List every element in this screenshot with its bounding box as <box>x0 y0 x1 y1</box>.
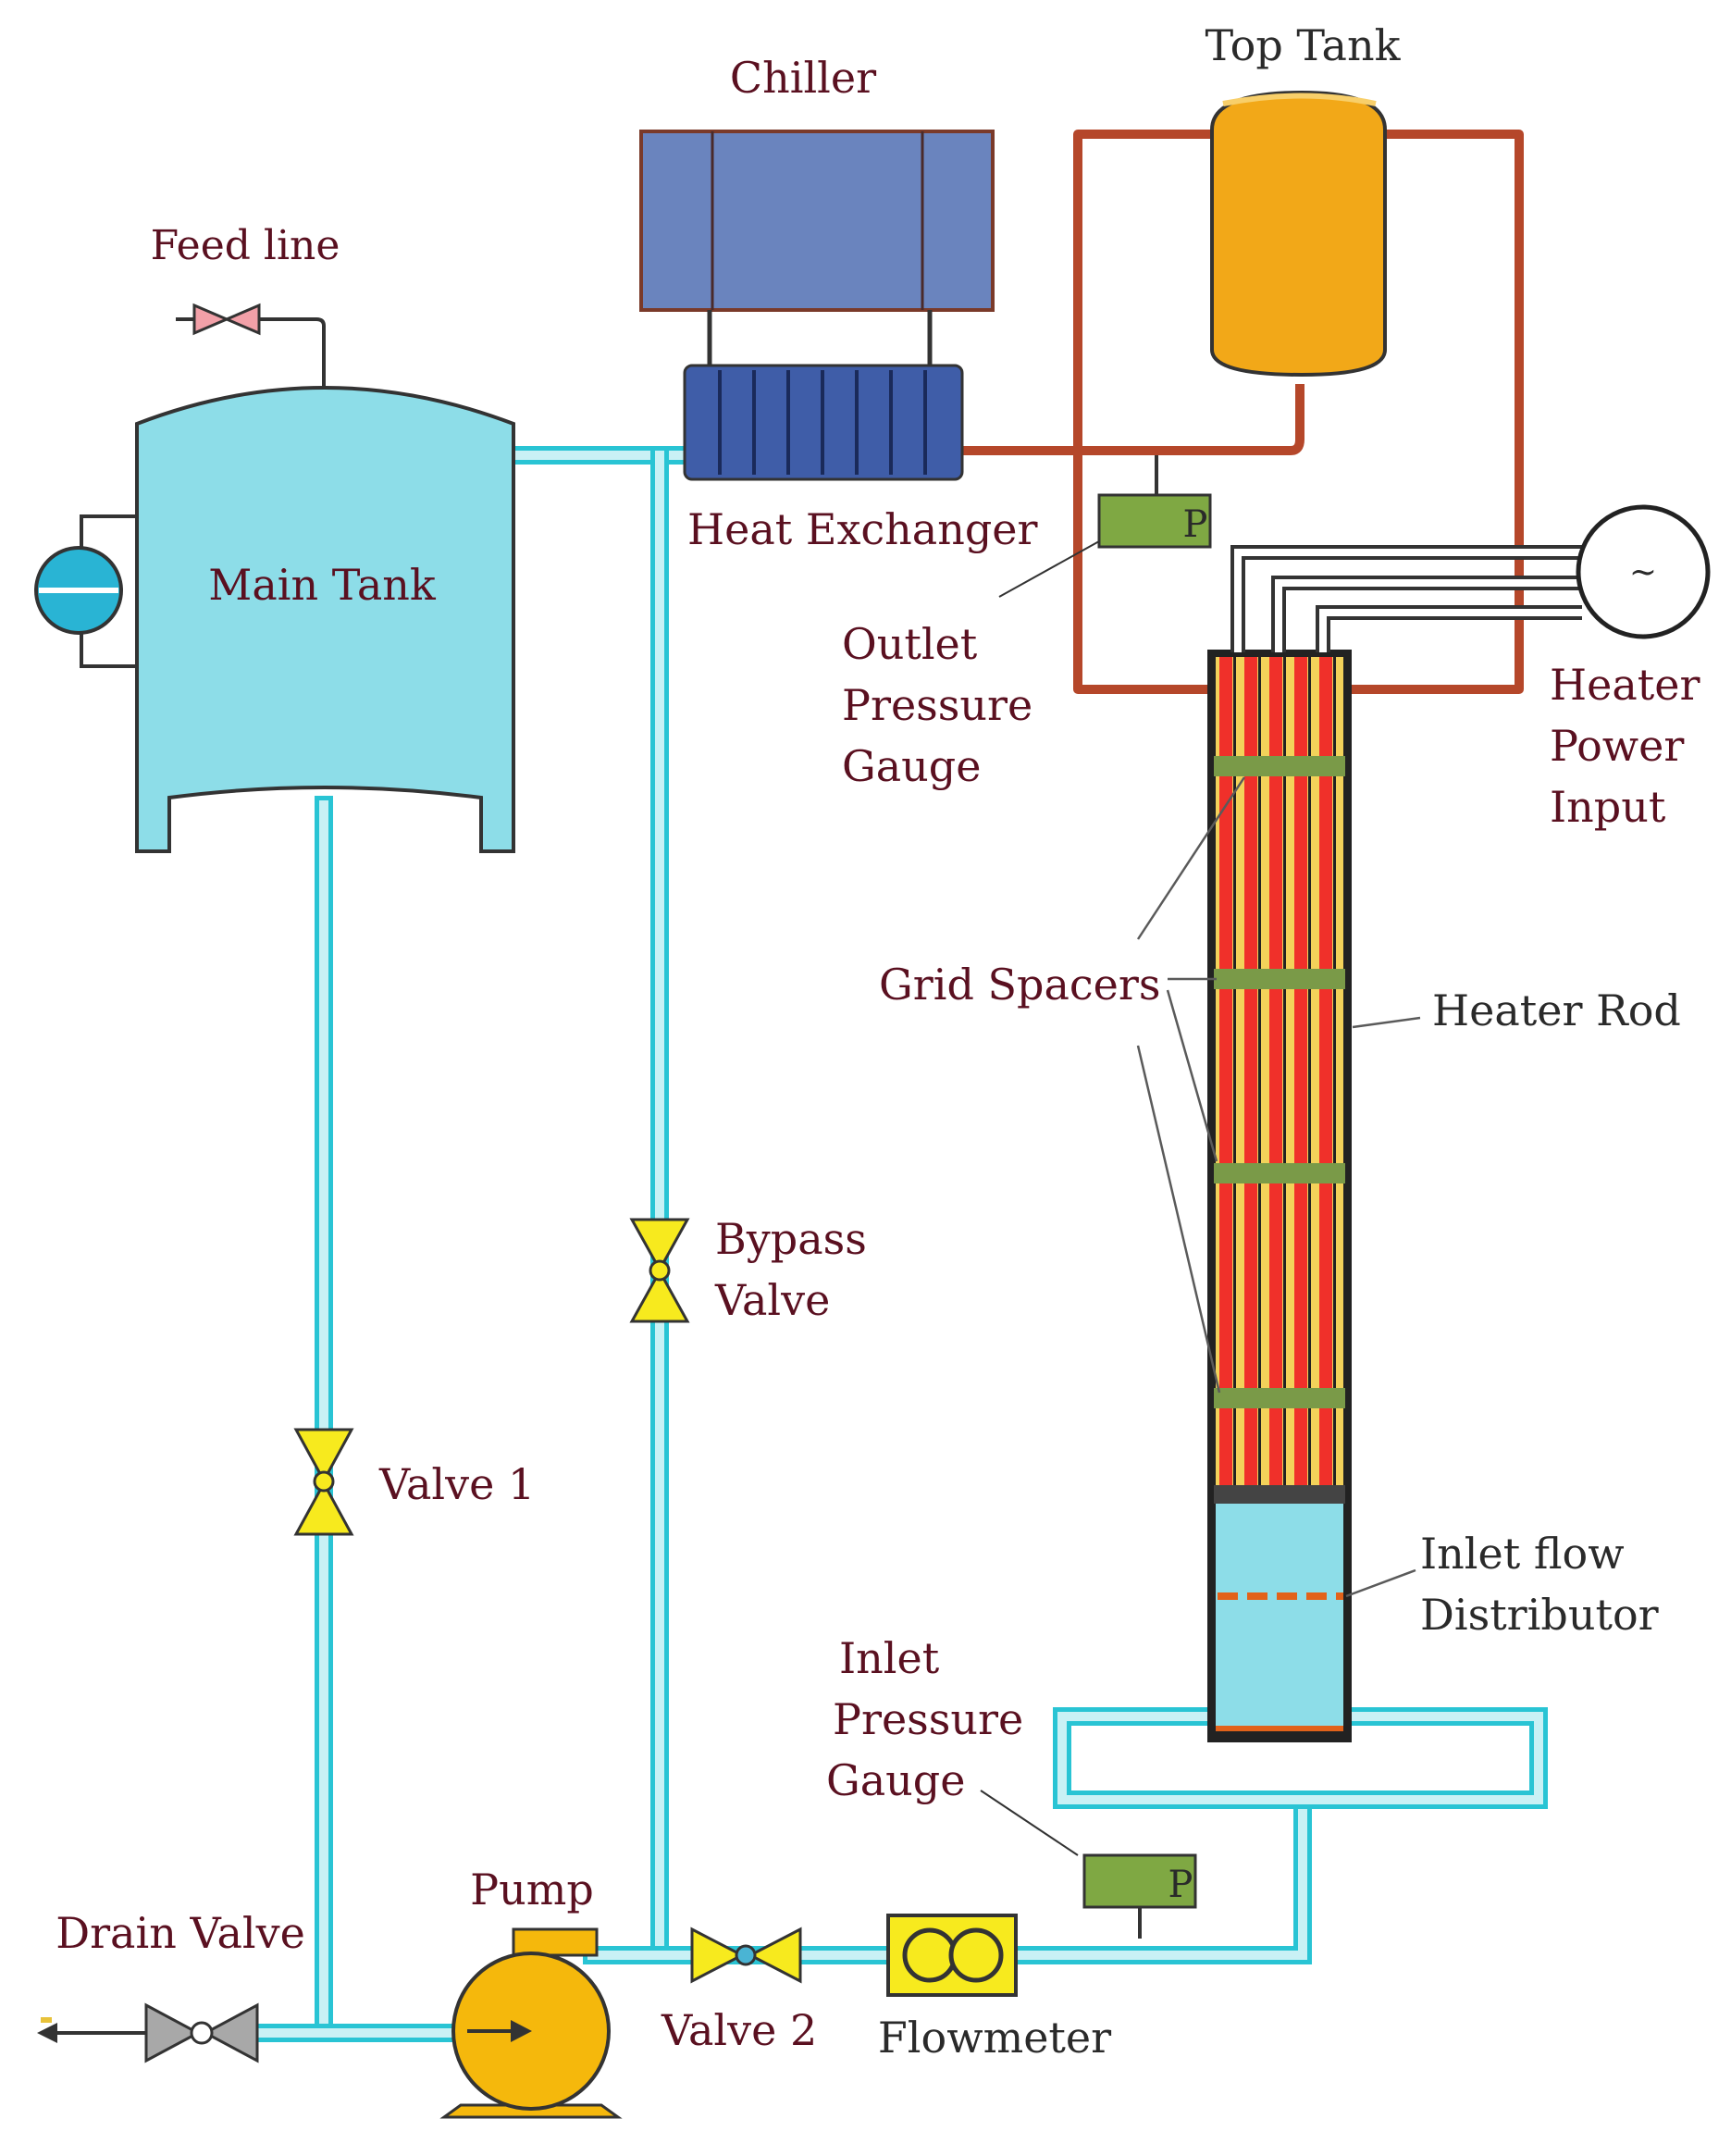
valve-1[interactable] <box>293 1428 354 1536</box>
valve-2-label: Valve 2 <box>661 2005 817 2055</box>
pump-label: Pump <box>470 1865 594 1914</box>
outlet-pressure-gauge-label-2: Pressure <box>842 680 1032 730</box>
drain-outlet-arrow-icon <box>37 2017 57 2043</box>
inlet-pressure-gauge: P <box>980 1790 1197 1939</box>
inlet-gauge-letter: P <box>1168 1864 1193 1906</box>
inlet-pressure-gauge-label-3: Gauge <box>826 1755 965 1805</box>
hot-pipes <box>962 130 1524 694</box>
leader-lines <box>1136 776 1421 1598</box>
bypass-valve-label-1: Bypass <box>715 1214 867 1264</box>
flowmeter <box>886 1914 1018 1997</box>
valve-1-label: Valve 1 <box>378 1459 535 1509</box>
heater-power-input-label-2: Power <box>1550 721 1684 771</box>
heater-rods <box>1216 657 1343 1485</box>
outlet-pressure-gauge: P <box>998 455 1212 598</box>
inlet-flow-distributor-label-2: Distributor <box>1420 1590 1659 1640</box>
heater-power-input-label-3: Input <box>1550 782 1666 832</box>
top-tank <box>1210 90 1387 378</box>
pipe-hx-to-toptank <box>962 384 1304 455</box>
inlet-pressure-gauge-label-1: Inlet <box>839 1633 940 1683</box>
main-tank <box>34 303 515 853</box>
outlet-pressure-gauge-label-1: Outlet <box>842 619 978 669</box>
heater-rod-label: Heater Rod <box>1432 985 1681 1035</box>
pump-flow-arrow-icon <box>511 2020 532 2042</box>
outlet-pressure-gauge-label-3: Gauge <box>842 741 981 791</box>
heater-power-source-icon[interactable] <box>1576 504 1711 639</box>
pump[interactable] <box>439 1927 623 2119</box>
valve-2[interactable] <box>690 1927 802 1984</box>
pipe-toptank-left <box>1073 130 1217 694</box>
grid-spacers-label: Grid Spacers <box>879 960 1160 1010</box>
pipe-toptank-right <box>1346 130 1524 694</box>
test-section <box>1207 650 1352 1742</box>
inlet-flow-distributor-label-1: Inlet flow <box>1420 1529 1625 1579</box>
main-tank-label: Main Tank <box>208 560 437 610</box>
bypass-valve[interactable] <box>629 1218 690 1323</box>
heat-exchanger <box>683 364 964 481</box>
heater-wires-core <box>1234 549 1582 652</box>
inlet-pressure-gauge-label-2: Pressure <box>833 1694 1023 1744</box>
flowmeter-label: Flowmeter <box>878 2013 1111 2063</box>
top-tank-label: Top Tank <box>1206 20 1402 70</box>
chiller-label: Chiller <box>730 53 876 103</box>
bypass-valve-label-2: Valve <box>714 1275 830 1325</box>
labels: Outlet Pressure Gauge Heater Power Input… <box>56 619 1700 2063</box>
grid-spacers <box>1214 756 1345 1408</box>
inlet-plenum <box>1216 1504 1343 1730</box>
power-symbol: ~ <box>1629 553 1657 591</box>
heat-exchanger-label: Heat Exchanger <box>687 504 1038 554</box>
heater-power-input-label-1: Heater <box>1550 660 1700 710</box>
outlet-gauge-letter: P <box>1183 503 1208 546</box>
chiller <box>639 130 995 366</box>
heater-wires <box>1230 545 1582 652</box>
drain-valve-label: Drain Valve <box>56 1908 305 1958</box>
drain-valve[interactable] <box>144 2002 259 2063</box>
feed-valve[interactable] <box>192 303 230 336</box>
feed-line-label: Feed line <box>151 222 340 269</box>
water-pipes <box>54 446 1548 2042</box>
